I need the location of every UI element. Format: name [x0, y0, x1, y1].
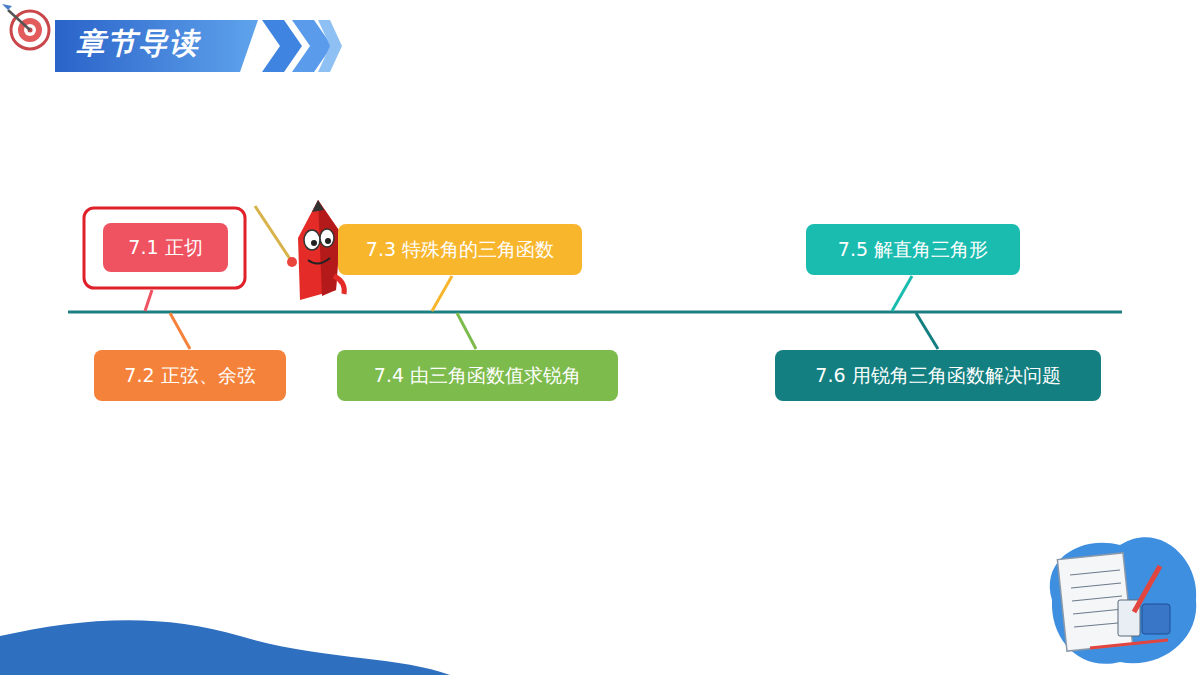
section-label: 7.3 特殊角的三角函数: [366, 237, 554, 263]
timeline-axis: [68, 311, 1122, 314]
highlight-outline: [84, 208, 245, 288]
section-label: 7.1 正切: [128, 235, 202, 261]
section-box: 7.4 由三角函数值求锐角: [337, 350, 618, 401]
section-label: 7.5 解直角三角形: [838, 237, 988, 263]
target-icon: [2, 4, 49, 49]
section-label: 7.4 由三角函数值求锐角: [374, 363, 581, 389]
section-label: 7.6 用锐角三角函数解决问题: [815, 363, 1060, 389]
chapter-title: 章节导读: [76, 24, 200, 64]
section-box: 7.2 正弦、余弦: [94, 350, 286, 401]
section-label: 7.2 正弦、余弦: [124, 363, 255, 389]
wave-decoration: [0, 620, 450, 675]
pencil-mascot: [255, 200, 344, 300]
leader-lines: [145, 276, 938, 349]
section-box: 7.5 解直角三角形: [806, 224, 1020, 275]
section-box: 7.6 用锐角三角函数解决问题: [775, 350, 1101, 401]
title-banner: [55, 20, 342, 72]
math-illustration: [1050, 537, 1196, 664]
section-box: 7.1 正切: [103, 223, 228, 272]
section-box: 7.3 特殊角的三角函数: [338, 224, 582, 275]
